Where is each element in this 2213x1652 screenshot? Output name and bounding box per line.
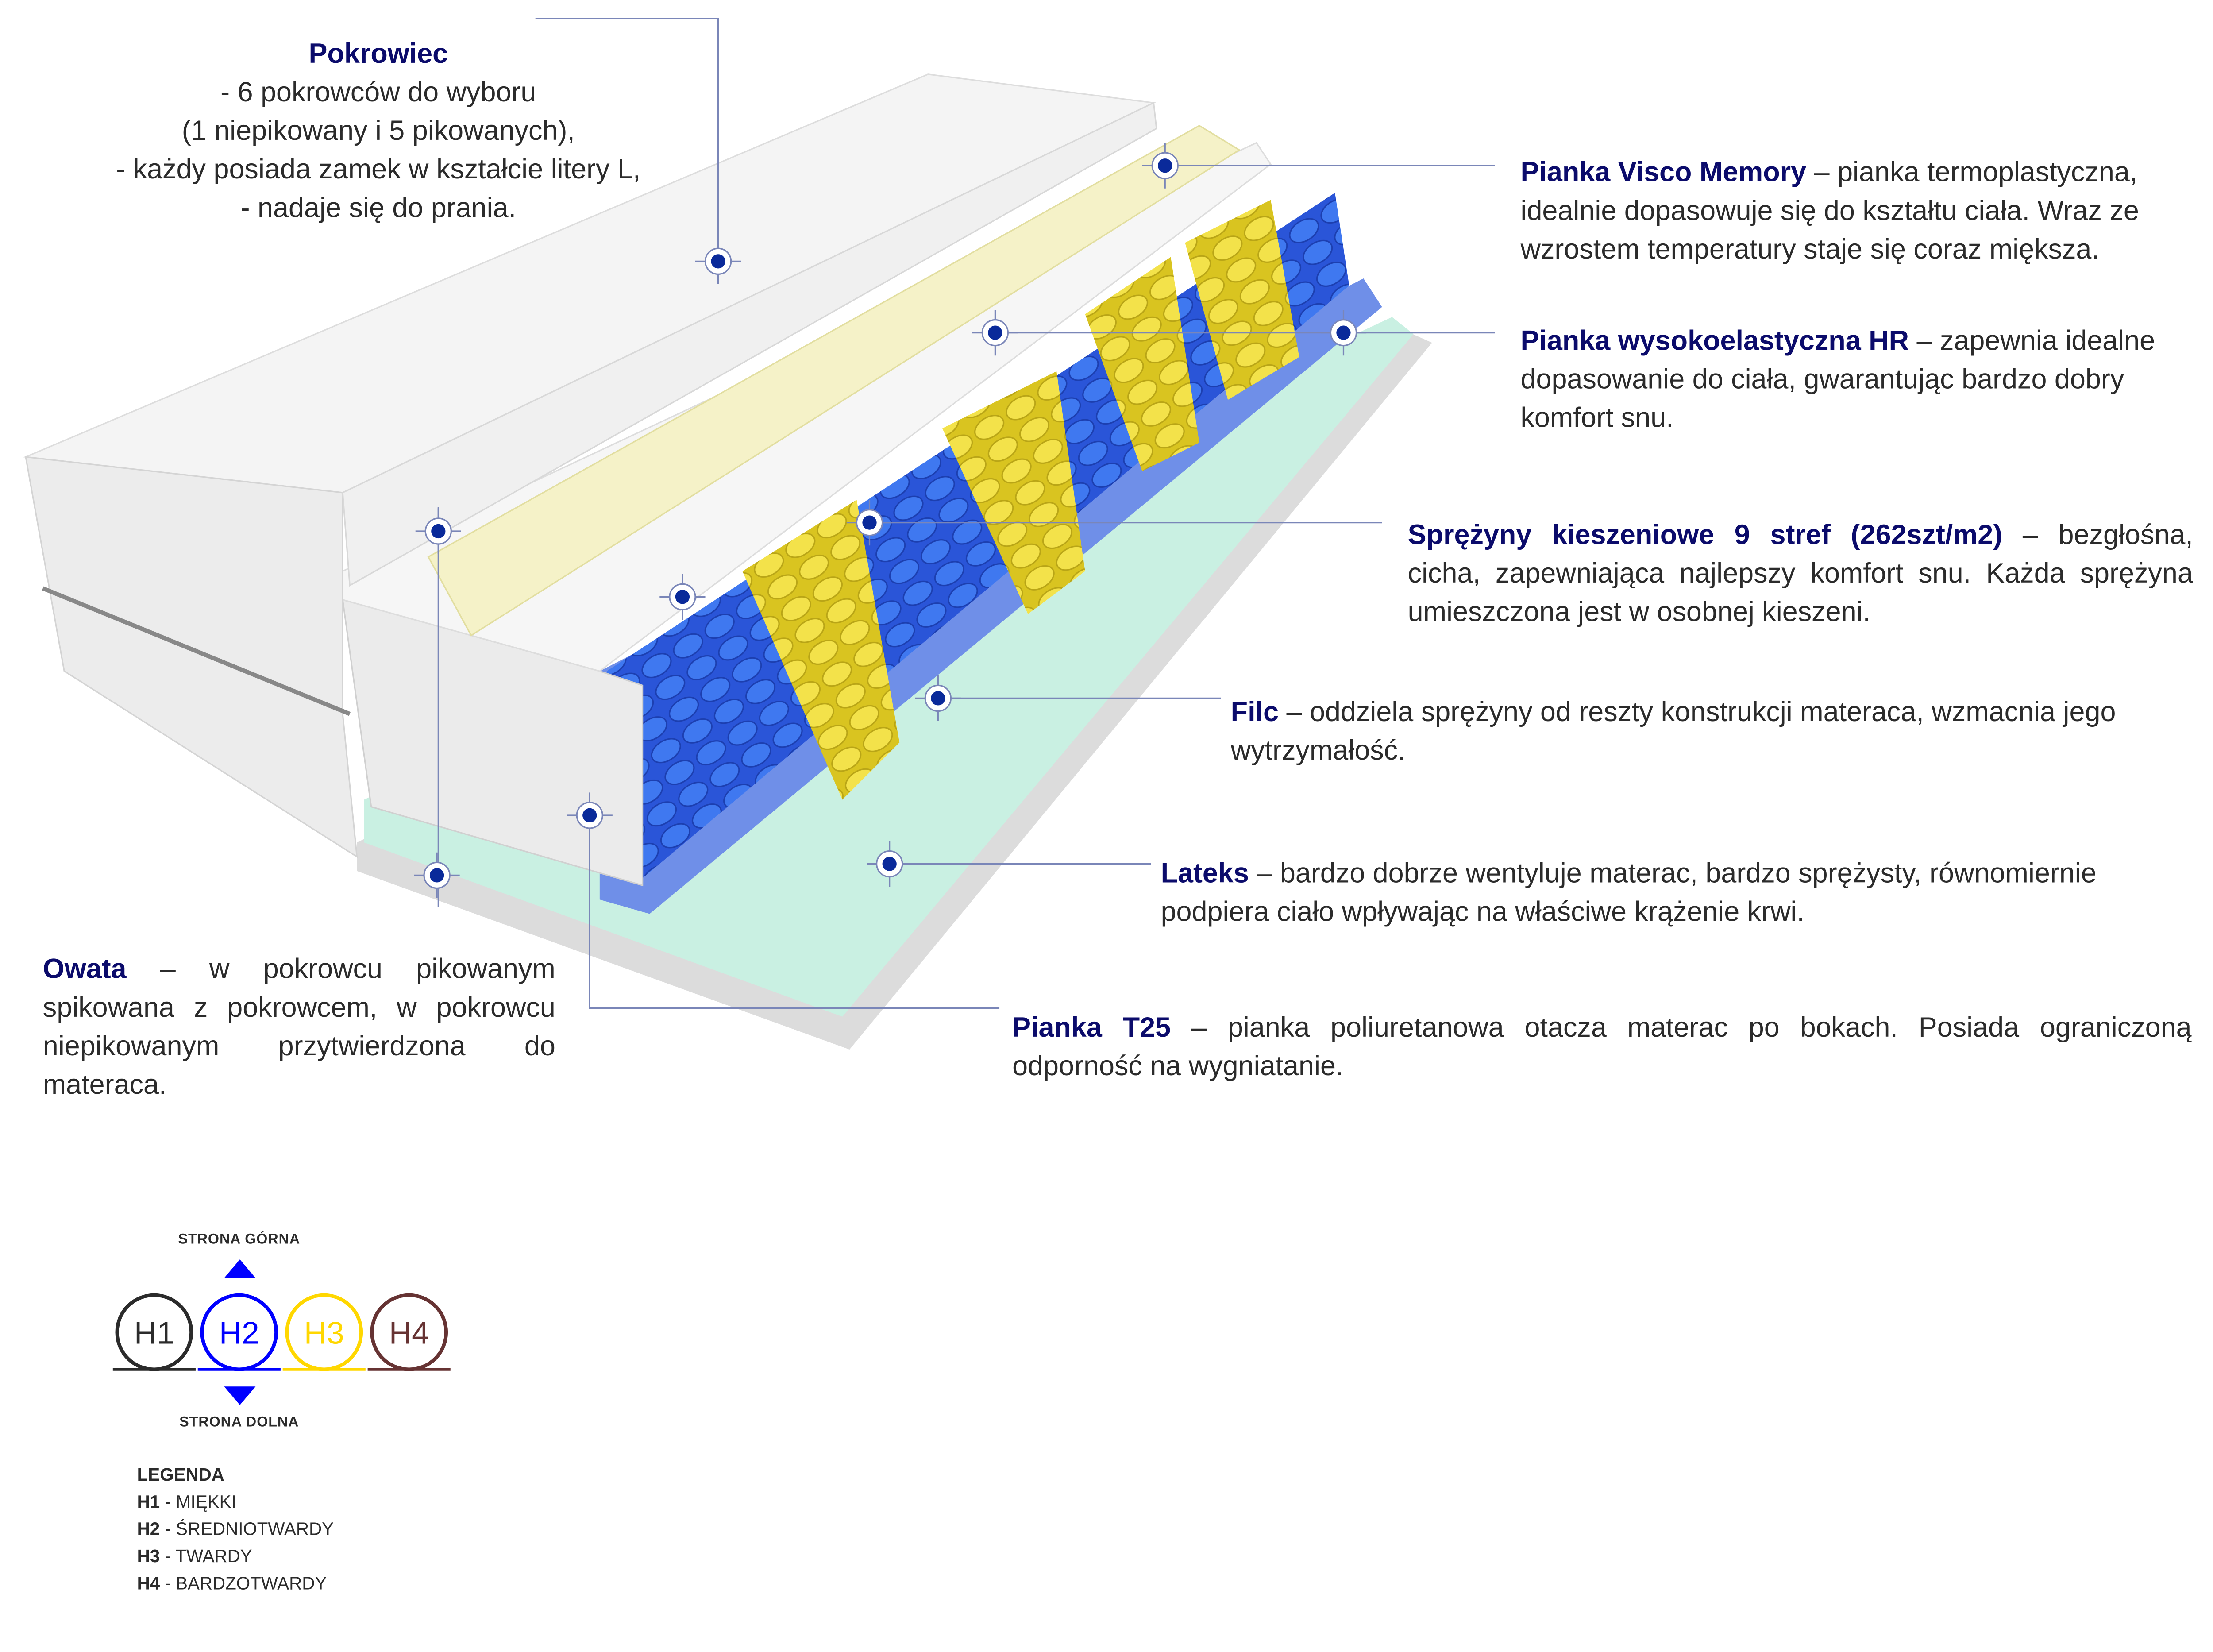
callout-visco: Pianka Visco Memory – pianka termoplasty…: [1520, 154, 2191, 270]
cover-flap: [342, 101, 1157, 587]
callout-title: Pokrowiec: [308, 39, 448, 70]
bottom-side-label: STRONA DOLNA: [179, 1415, 299, 1431]
hardness-legend: LEGENDA H1 - MIĘKKI H2 - ŚREDNIOTWARDY H…: [137, 1462, 334, 1598]
callout-marker-icon: [1320, 309, 1367, 356]
callout-title: Filc: [1230, 697, 1279, 729]
callout-t25: Pianka T25 – pianka poliuretanowa otacza…: [1012, 1010, 2192, 1087]
callout-hr: Pianka wysokoelastyczna HR – zapewnia id…: [1520, 323, 2191, 438]
callout-marker-icon: [915, 675, 961, 722]
callout-pokrowiec: Pokrowiec - 6 pokrowców do wyboru (1 nie…: [86, 36, 671, 228]
callout-marker-icon: [846, 500, 893, 546]
arrow-down-icon: [224, 1386, 256, 1405]
callout-lateks: Lateks – bardzo dobrze wentyluje materac…: [1161, 855, 2192, 932]
pocket-springs-yellow-zone: [1085, 257, 1199, 471]
callout-marker-icon: [1142, 143, 1188, 189]
callout-marker-icon: [867, 841, 913, 887]
legend-desc: MIĘKKI: [176, 1492, 236, 1513]
hardness-h1: H1: [112, 1293, 196, 1371]
hardness-label: H3: [304, 1316, 344, 1351]
callout-owata: Owata – w pokrowcu pikowanym spikowana z…: [43, 951, 555, 1105]
callout-line: (1 niepikowany i 5 pikowanych),: [181, 116, 575, 147]
top-side-label: STRONA GÓRNA: [178, 1232, 301, 1248]
legend-row: H1 - MIĘKKI: [137, 1490, 334, 1517]
callout-text: – zapewnia idealne dopasowanie do ciała,…: [1520, 325, 2155, 434]
callout-marker-icon: [659, 574, 706, 620]
callout-text: – bardzo dobrze wentyluje materac, bardz…: [1160, 858, 2097, 928]
callout-sprezyny: Sprężyny kieszeniowe 9 stref (262szt/m2)…: [1408, 517, 2193, 633]
hardness-label: H1: [134, 1316, 174, 1351]
callout-line: - nadaje się do prania.: [240, 193, 517, 224]
legend-sep: -: [160, 1573, 176, 1594]
cover-zipper: [42, 586, 351, 716]
hardness-h4: H4: [367, 1293, 451, 1371]
callout-line: - każdy posiada zamek w kształcie litery…: [116, 154, 641, 186]
legend-desc: ŚREDNIOTWARDY: [176, 1519, 334, 1540]
callout-marker-icon: [567, 792, 613, 838]
legend-row: H3 - TWARDY: [137, 1544, 334, 1571]
callout-title: Pianka wysokoelastyczna HR: [1520, 325, 1909, 357]
callout-text: – w pokrowcu pikowanym spikowana z pokro…: [42, 953, 555, 1101]
callout-text: – oddziela sprężyny od reszty konstrukcj…: [1230, 697, 2116, 767]
legend-code: H4: [137, 1573, 160, 1594]
callout-marker-icon: [415, 508, 461, 554]
legend-code: H1: [137, 1492, 160, 1513]
legend-code: H3: [137, 1546, 160, 1567]
legend-sep: -: [160, 1492, 176, 1513]
legend-row: H2 - ŚREDNIOTWARDY: [137, 1517, 334, 1544]
hardness-label: H4: [389, 1316, 429, 1351]
callout-line: - 6 pokrowców do wyboru: [220, 77, 536, 109]
hardness-label: H2: [219, 1316, 259, 1351]
legend-desc: BARDZOTWARDY: [176, 1573, 327, 1594]
cover-side: [25, 456, 358, 858]
arrow-up-icon: [224, 1259, 256, 1278]
callout-marker-icon: [414, 852, 460, 899]
legend-title: LEGENDA: [137, 1465, 224, 1485]
pocket-springs-yellow-zone: [942, 371, 1085, 614]
callout-title: Lateks: [1160, 858, 1249, 890]
callout-title: Owata: [42, 953, 127, 985]
callout-marker-icon: [695, 238, 741, 284]
callout-title: Sprężyny kieszeniowe 9 stref (262szt/m2): [1407, 520, 2003, 552]
callout-text: – pianka termoplastyczna, idealnie dopas…: [1520, 157, 2139, 266]
pocket-springs-yellow-zone: [742, 500, 900, 800]
hardness-h3: H3: [282, 1293, 366, 1371]
callout-text: – pianka poliuretanowa otacza materac po…: [1012, 1012, 2192, 1083]
callout-title: Pianka T25: [1012, 1012, 1171, 1044]
callout-title: Pianka Visco Memory: [1520, 157, 1807, 189]
legend-code: H2: [137, 1519, 160, 1540]
callout-marker-icon: [972, 309, 1018, 356]
legend-sep: -: [160, 1519, 176, 1540]
callout-text: – bezgłośna, cicha, zapewniająca najleps…: [1407, 520, 2193, 629]
visco-layer: [427, 125, 1241, 637]
legend-desc: TWARDY: [175, 1546, 252, 1567]
legend-row: H4 - BARDZOTWARDY: [137, 1571, 334, 1598]
callout-filc: Filc – oddziela sprężyny od reszty konst…: [1231, 694, 2194, 771]
legend-sep: -: [160, 1546, 176, 1567]
pocket-springs-yellow-zone: [1185, 200, 1299, 400]
leader-lines: [437, 18, 1495, 1009]
hardness-h2: H2: [197, 1293, 281, 1371]
